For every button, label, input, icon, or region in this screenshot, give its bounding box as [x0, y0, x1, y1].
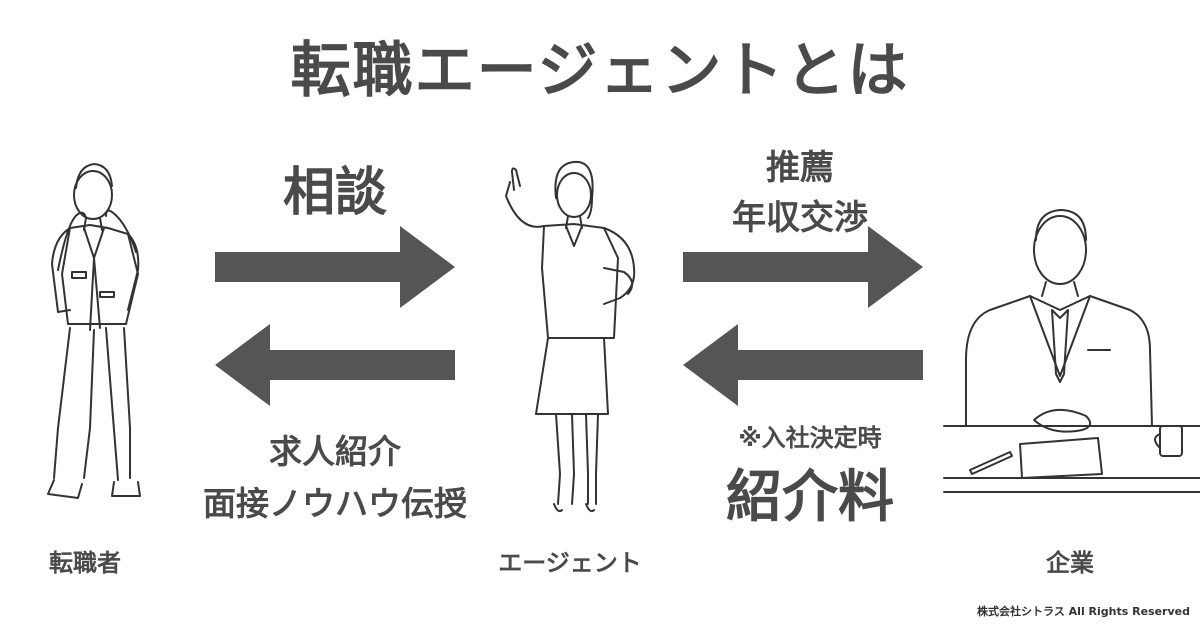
page-title: 転職エージェントとは: [290, 36, 910, 106]
agent-illustration: [505, 160, 636, 513]
arrow-agent-to-company: [683, 226, 923, 308]
arrow-seeker-to-agent: [215, 226, 455, 308]
copyright-notice: 株式会社シトラス All Rights Reserved: [977, 605, 1190, 618]
arrow-company-to-agent: [683, 324, 923, 406]
label-job-introduction: 求人紹介: [269, 432, 401, 471]
label-referral-fee: 紹介料: [726, 465, 894, 530]
label-fee-condition: ※入社決定時: [738, 424, 882, 452]
label-recommendation: 推薦: [766, 148, 834, 188]
label-consultation: 相談: [282, 163, 387, 223]
actor-label-agent: エージェント: [498, 549, 642, 577]
company-illustration: [943, 209, 1200, 493]
label-salary-negotiation: 年収交渉: [732, 198, 868, 238]
job-seeker-illustration: [47, 163, 141, 499]
actor-label-job-seeker: 転職者: [49, 549, 121, 577]
label-interview-know-how: 面接ノウハウ伝授: [203, 484, 467, 523]
actor-label-company: 企業: [1046, 549, 1094, 577]
arrow-agent-to-seeker: [215, 324, 455, 406]
